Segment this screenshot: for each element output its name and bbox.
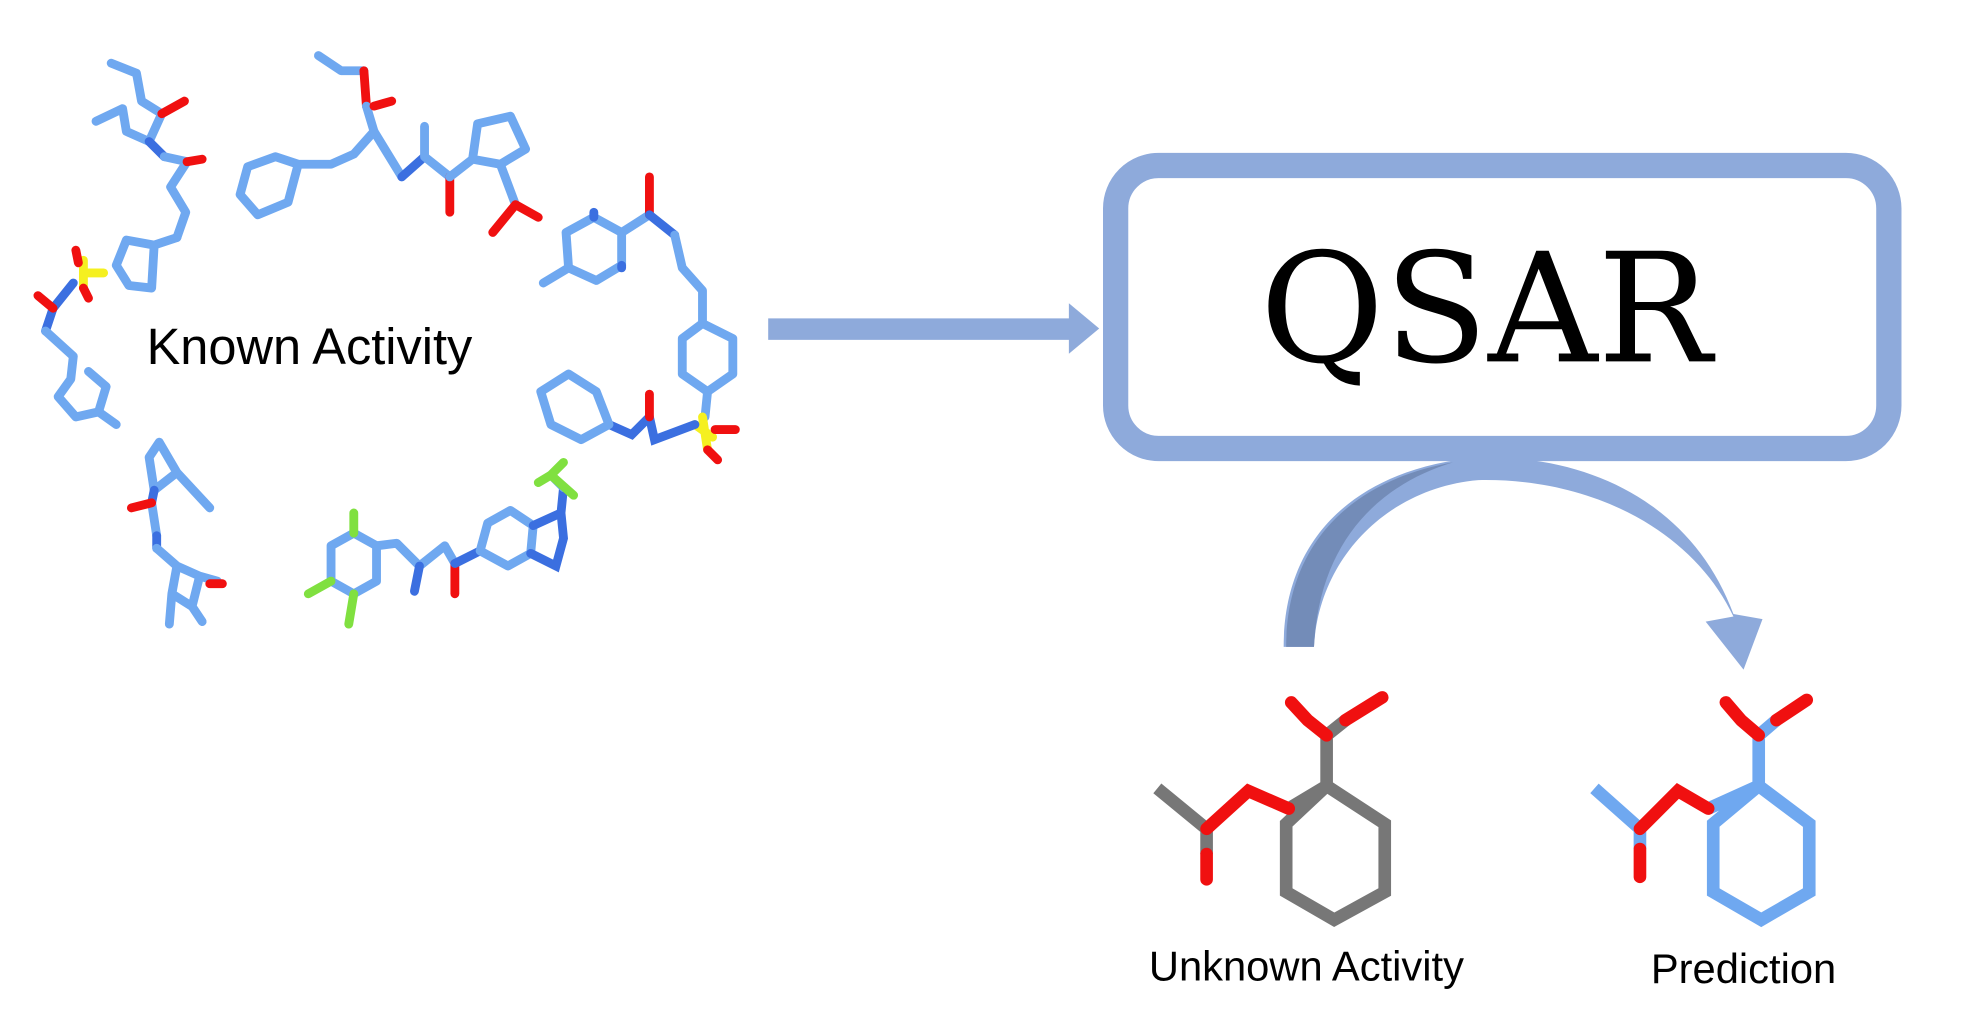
known-activity-label: Known Activity <box>147 318 473 375</box>
right-arrow-icon <box>768 303 1100 354</box>
unknown-molecule <box>1153 691 1392 928</box>
qsar-model-box <box>1102 152 1902 462</box>
prediction-label: Prediction <box>1651 945 1836 992</box>
known-molecules <box>33 51 740 629</box>
qsar-title: QSAR <box>1260 220 1716 397</box>
curved-arrow-icon <box>1283 457 1763 670</box>
prediction-molecule <box>1590 693 1816 928</box>
unknown-activity-label: Unknown Activity <box>1149 942 1464 989</box>
